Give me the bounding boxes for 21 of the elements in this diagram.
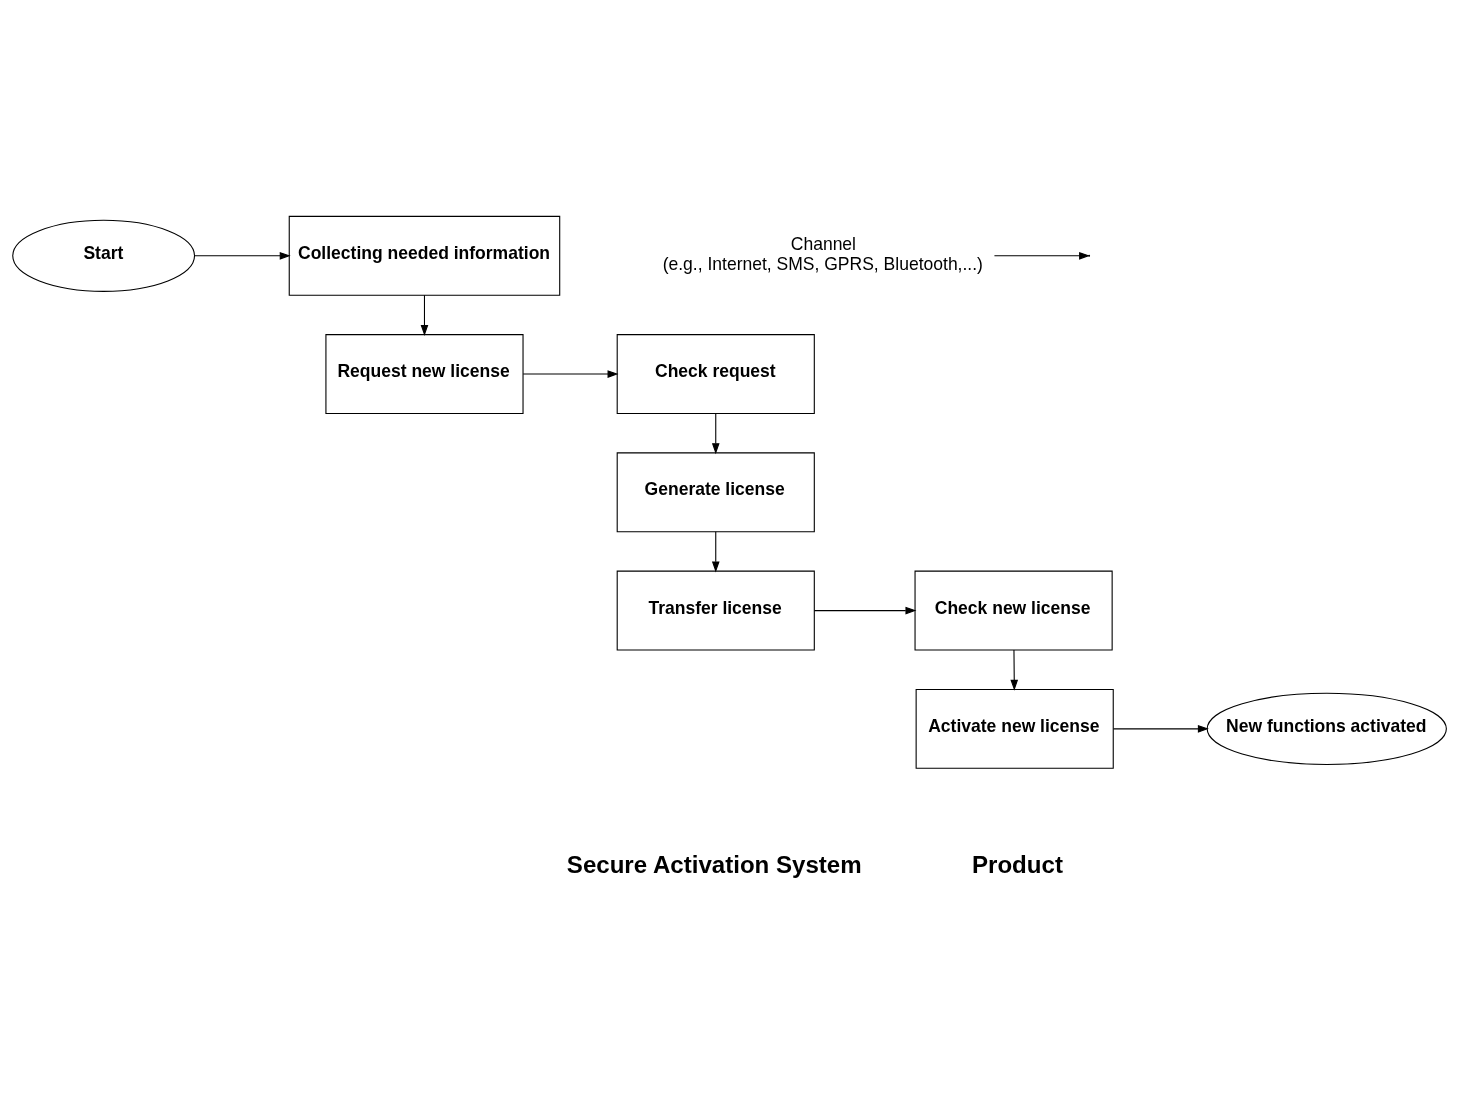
node-box: Activate new license	[915, 688, 1114, 769]
node-ellipse: Start	[12, 219, 196, 292]
arrow	[420, 294, 429, 336]
node-box: Generate license	[616, 451, 815, 532]
arrow	[711, 412, 720, 454]
arrow	[1010, 648, 1019, 691]
node-box: Collecting needed information	[288, 215, 561, 296]
node-ellipse: New functions activated	[1206, 692, 1447, 765]
node-box: Transfer license	[616, 570, 815, 651]
node-box: Check request	[616, 333, 815, 414]
label: Product	[971, 850, 1063, 878]
arrow	[522, 369, 619, 378]
arrow	[194, 251, 291, 260]
label: Secure Activation System	[566, 850, 862, 878]
node-box: Request new license	[325, 333, 524, 414]
arrow	[993, 251, 1091, 260]
arrow	[1112, 724, 1209, 733]
node-text: Channel (e.g., Internet, SMS, GPRS, Bluetooth,...)	[662, 233, 983, 274]
arrow	[711, 530, 720, 572]
node-box: Check new license	[914, 570, 1113, 651]
arrow	[813, 606, 917, 614]
